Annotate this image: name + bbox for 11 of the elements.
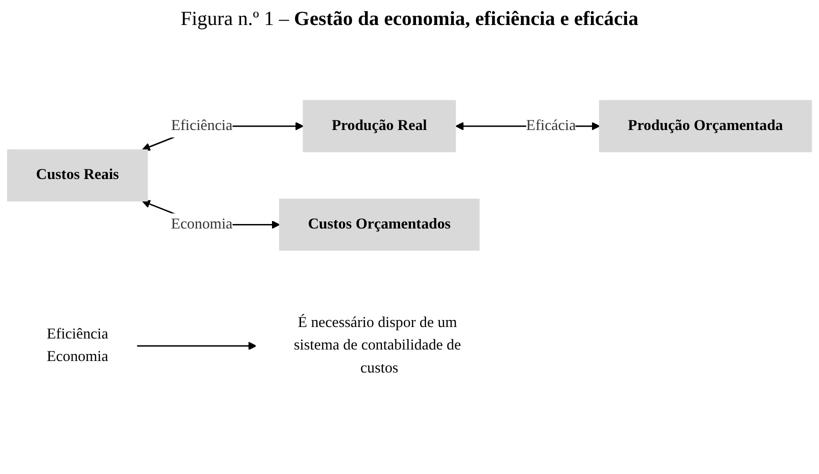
node-box: Produção Orçamentada: [599, 100, 812, 152]
edge-label: Eficácia: [526, 118, 576, 134]
edge-label: Eficiência: [171, 118, 232, 134]
node-text: Eficiência Economia: [46, 326, 108, 365]
node-text: É necessário dispor de um sistema de contabilidade de custos: [294, 314, 461, 376]
figure-title: Figura n.º 1 – Gestão da economia, eficiência e eficácia: [180, 8, 640, 31]
arrow: [136, 342, 257, 350]
node-box: Custos Orçamentados: [279, 198, 480, 251]
node-box: Custos Reais: [7, 149, 148, 202]
edge-label: Economia: [171, 216, 233, 232]
node-box: Produção Real: [302, 100, 456, 152]
